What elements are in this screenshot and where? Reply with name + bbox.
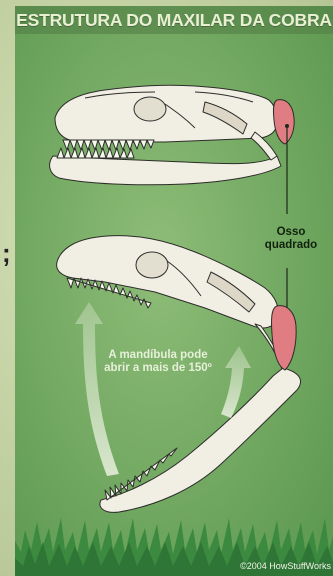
copyright-text: ©2004 HowStuffWorks [215, 561, 331, 571]
skull-open-eye-socket [136, 252, 168, 278]
snake-jaw-illustration [15, 6, 333, 576]
skull-closed-eye-socket [134, 97, 166, 121]
mandible-opening-label: A mandíbula pode abrir a mais de 150º [103, 349, 213, 375]
osso-quadrado-label: Osso quadrado [251, 226, 331, 252]
side-semicolon: ; [2, 238, 11, 269]
skull-closed [50, 85, 295, 185]
illustration-panel: ESTRUTURA DO MAXILAR DA COBRA Osso quadr… [15, 6, 333, 576]
page-title: ESTRUTURA DO MAXILAR DA COBRA [15, 10, 333, 31]
